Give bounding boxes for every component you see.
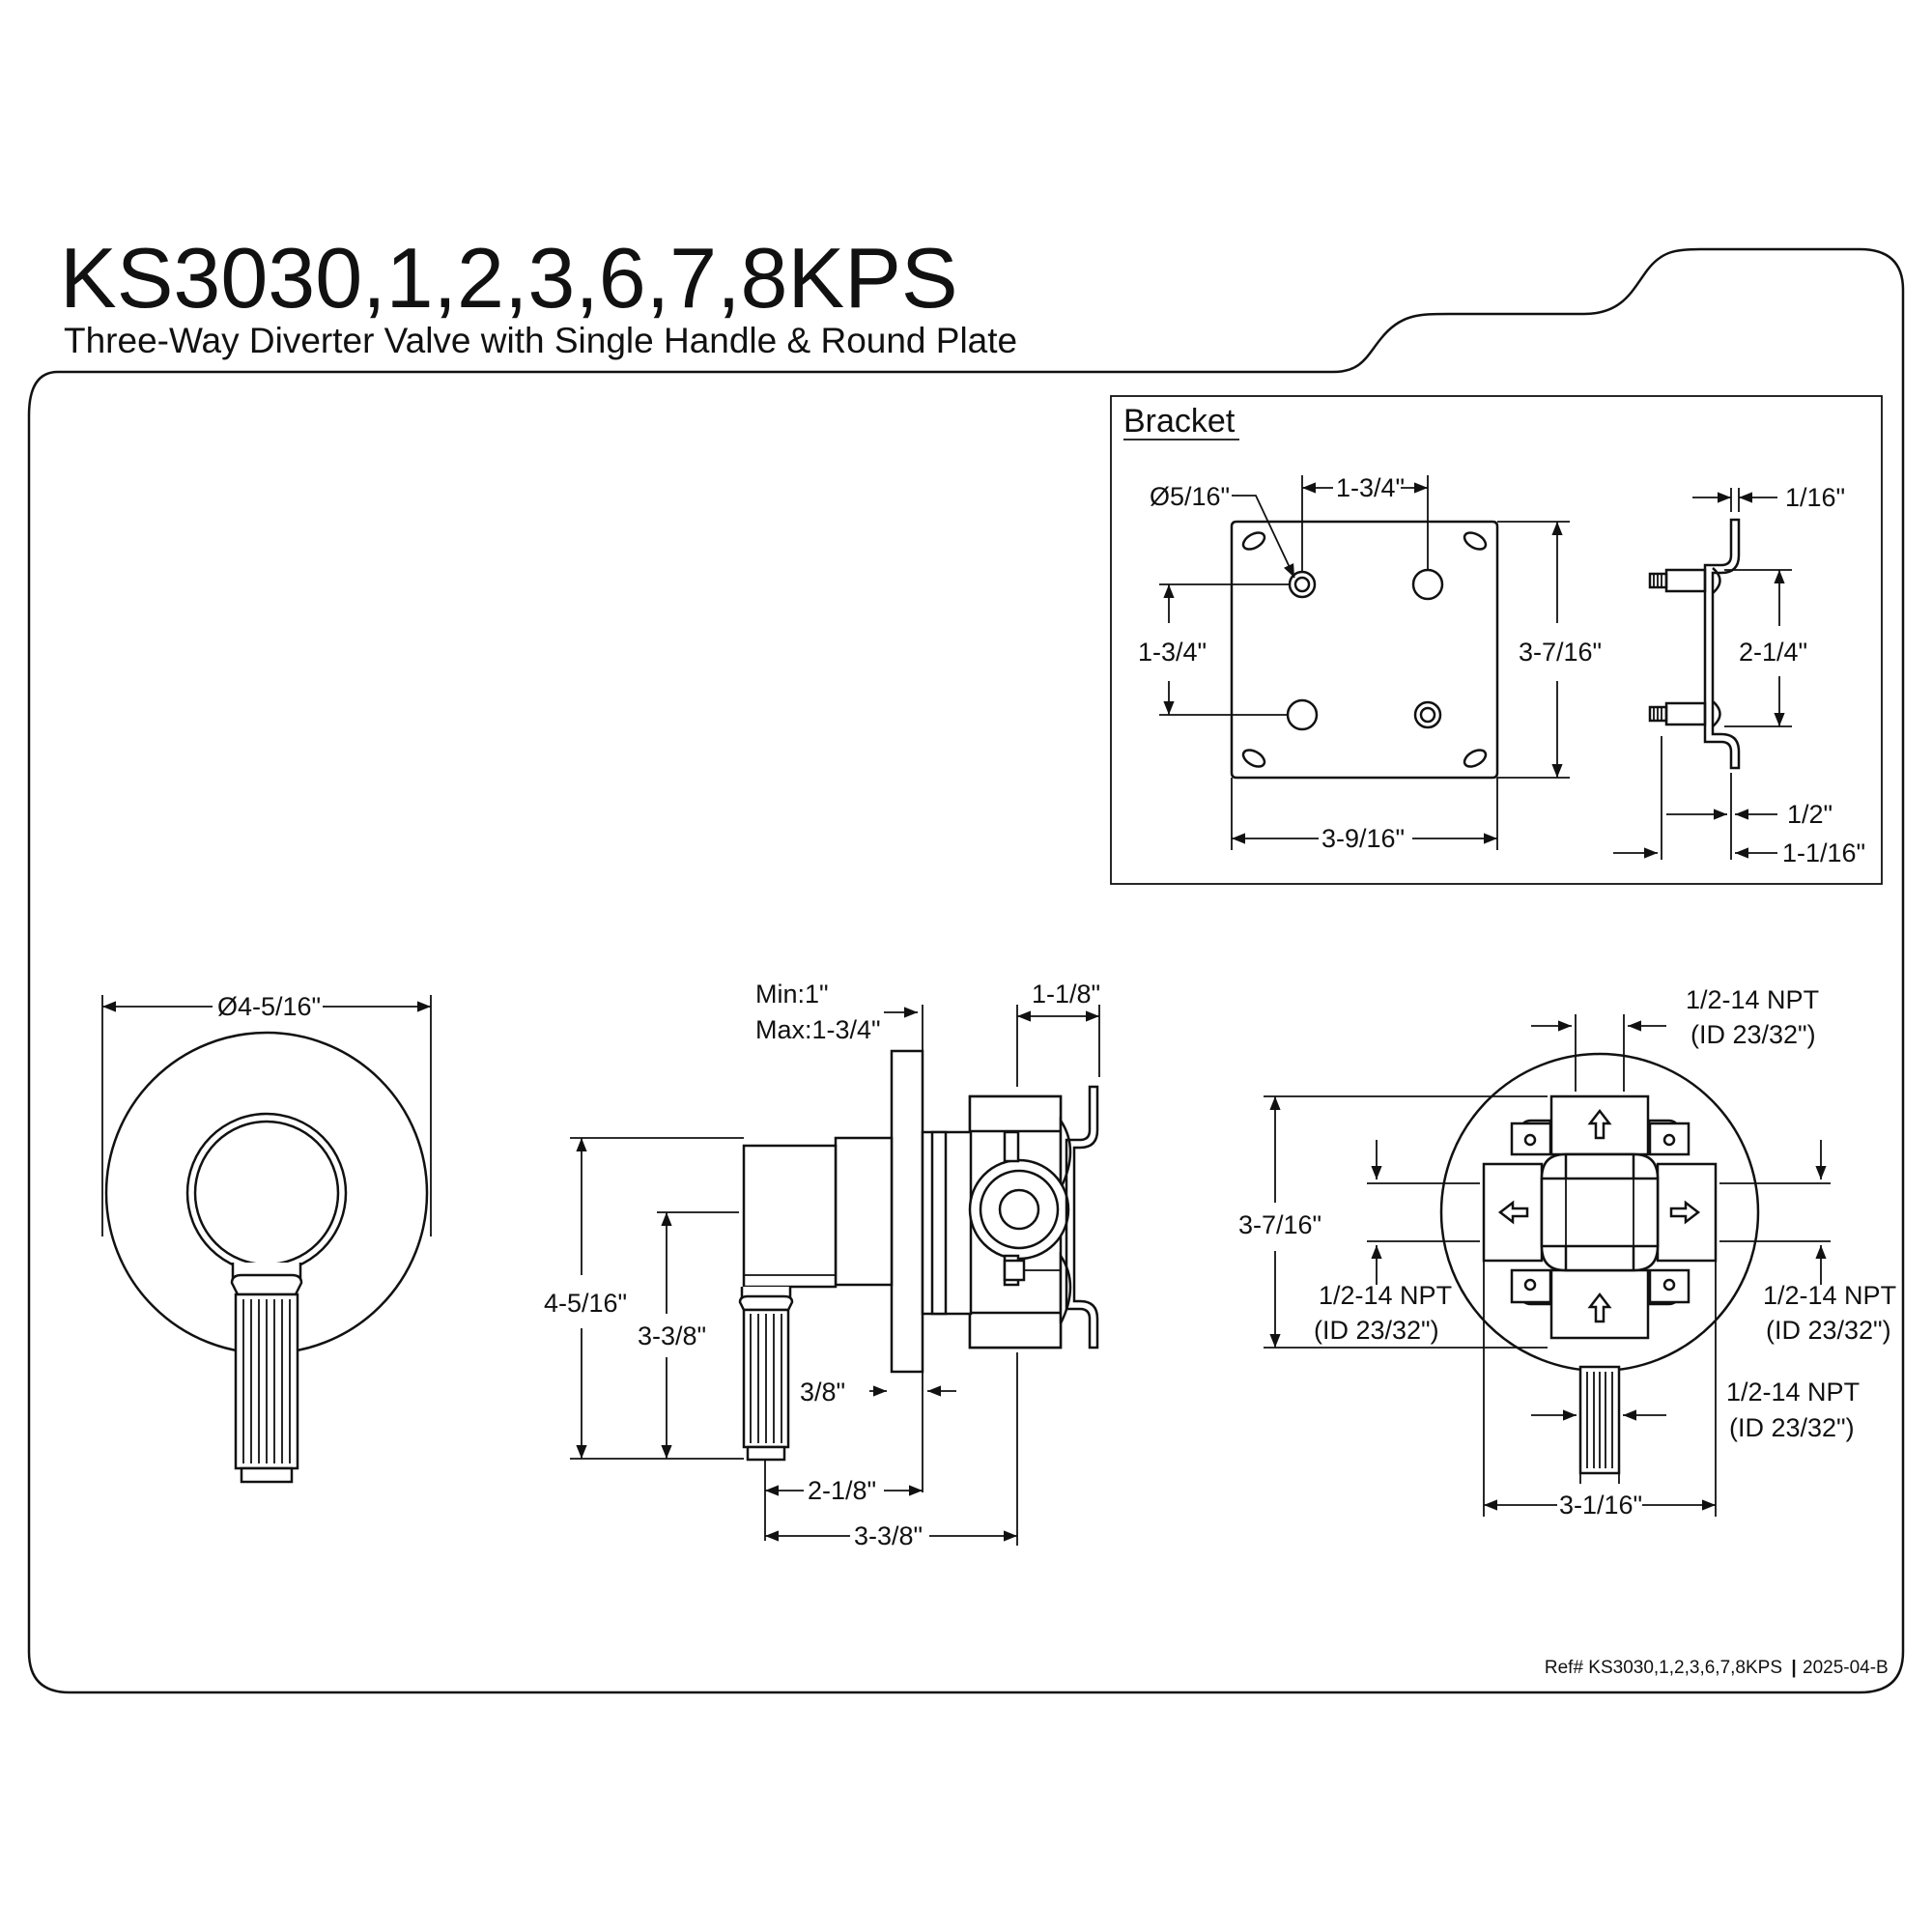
top-port-id-label: (ID 23/32") [1690,1020,1816,1049]
bracket-width-label: 3-9/16" [1321,824,1405,853]
bracket-height-label: 3-7/16" [1519,638,1602,667]
bracket-hole-spacing-v-label: 1-3/4" [1138,638,1207,667]
bracket-side-profile [1648,518,1741,770]
side-valve-body [921,1094,1072,1350]
wall-max-label: Max:1-3/4" [755,1015,881,1044]
wall-min-label: Min:1" [755,980,829,1009]
top-port-thread-label: 1/2-14 NPT [1686,985,1819,1014]
bottom-port-id-label: (ID 23/32") [1729,1413,1855,1442]
handle-hub-inner [193,1120,340,1266]
bracket-plate [1230,520,1499,780]
front-view: Ø4-5/16" [101,992,432,1484]
rear-width-label: 3-1/16" [1559,1491,1642,1520]
footer-ref: Ref# KS3030,1,2,3,6,7,8KPS [1545,1658,1782,1678]
bracket-hole-diameter-label: Ø5/16" [1150,482,1230,511]
bracket-offset-label: 1/2" [1787,800,1833,829]
product-description: Three-Way Diverter Valve with Single Han… [64,321,1017,360]
bracket-stud-spacing-label: 2-1/4" [1739,638,1807,667]
overall-projection-label: 3-3/8" [854,1521,923,1550]
page-border [27,247,1905,1694]
left-port-thread-label: 1/2-14 NPT [1319,1281,1452,1310]
footer-date-code: 2025-04-B [1803,1658,1889,1678]
overall-height-label: 4-5/16" [544,1289,627,1318]
handle-height-label: 3-3/8" [638,1321,706,1350]
front-handle-lever [230,1263,303,1484]
left-port-id-label: (ID 23/32") [1314,1316,1439,1345]
right-port-id-label: (ID 23/32") [1766,1316,1891,1345]
right-port-thread-label: 1/2-14 NPT [1763,1281,1896,1310]
plate-diameter-label: Ø4-5/16" [217,992,321,1021]
side-wall-plate [890,1049,924,1374]
side-view: Min:1" Max:1-3/4" 1-1/8" [544,980,1100,1550]
rear-view: 1/2-14 NPT (ID 23/32") 1/2-14 NPT (ID 23… [1238,985,1896,1520]
side-handle-lever [738,1287,794,1462]
bracket-title: Bracket [1123,403,1236,440]
rear-height-label: 3-7/16" [1238,1210,1321,1239]
footer: Ref# KS3030,1,2,3,6,7,8KPS | 2025-04-B [1545,1658,1889,1678]
handle-hub-outer [185,1112,348,1274]
handle-projection-label: 2-1/8" [808,1476,876,1505]
bracket-depth-label: 1-1/16" [1782,838,1865,867]
footer-separator: | [1791,1658,1796,1678]
rear-valve-body [1482,1094,1718,1484]
bracket-hole-spacing-h-label: 1-3/4" [1336,473,1405,502]
bottom-port-thread-label: 1/2-14 NPT [1726,1378,1860,1406]
side-bracket [1065,1085,1099,1350]
body-depth-label: 1-1/8" [1032,980,1100,1009]
model-title: KS3030,1,2,3,6,7,8KPS [60,230,958,326]
plate-thickness-label: 3/8" [800,1378,845,1406]
bracket-panel: Bracket Ø5/16" 1-3/4" [1110,395,1883,885]
bracket-thickness-label: 1/16" [1785,483,1845,512]
